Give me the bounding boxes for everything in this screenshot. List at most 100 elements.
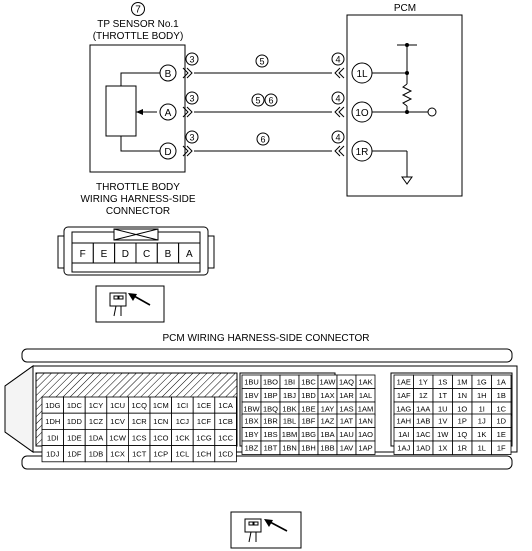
pcm-connector-pin: 1BI [279,374,300,389]
pcm-connector-pin: 1DC [63,396,86,414]
mid-ref-row3: 6 [256,132,270,146]
pcm-connector-pin: 1AJ [393,440,414,455]
pcm-connector-pin-label: 1CY [89,401,104,410]
pcm-connector-pin-label: 1AF [397,391,411,400]
pcm-connector-pin: 1X [432,440,453,455]
sensor-title: TP SENSOR No.1 [97,19,179,30]
pcm-connector-pin-label: 1Q [457,430,467,439]
pcm-connector-pin: 1BJ [279,388,300,403]
pcm-connector-pin: 1BO [260,374,281,389]
pcm-connector-pin-label: 1DI [47,433,59,442]
pcm-connector-pin: 1AN [355,413,376,428]
pcm-connector-pin-label: 1CV [110,417,125,426]
throttle-connector-pin: B [156,242,180,264]
pcm-connector-pin-label: 1CK [175,433,190,442]
pcm-pin-1l: 1L [351,62,373,84]
pcm-connector-pin: 1BZ [241,440,262,455]
sensor-pin-label: A [165,108,172,119]
pcm-connector-pin-label: 1AI [398,430,409,439]
pcm-connector-pin-label: 1DF [67,450,82,459]
pcm-connector-pin: 1CI [171,396,194,414]
pcm-connector-pin-label: 1J [478,417,486,426]
pcm-connector-pin: 1AX [317,388,338,403]
pcm-connector-pin: 1E [491,427,512,442]
pcm-connector-pin-label: 1BJ [283,391,296,400]
pcm-connector-pin: 1BN [279,440,300,455]
pcm-connector-pin-label: 1BU [244,378,259,387]
pcm-connector-pin: 1AR [336,388,357,403]
pcm-connector-pin-label: 1AH [396,417,411,426]
pcm-connector-pin: 1Y [413,374,434,389]
pcm-pin-1r: 1R [351,140,373,162]
pcm-connector-pin-label: 1CF [197,417,212,426]
sensor-pin-label: D [164,147,171,158]
throttle-connector-caption-2: WIRING HARNESS-SIDE [80,194,195,205]
pcm-connector-pin-label: 1BA [320,430,334,439]
throttle-connector-pin-label: B [165,249,172,260]
pcm-connector-pin: 1S [432,374,453,389]
right-connector-marks [334,67,345,157]
pcm-connector-pin: 1CE [192,396,216,414]
pcm-connector-pin-label: 1H [477,391,487,400]
pcm-connector-pin-label: 1BV [244,391,258,400]
pcm-connector-pin: 1BM [279,427,300,442]
pcm-connector-pin-label: 1CB [218,417,233,426]
pcm-connector-pin-label: 1AS [339,405,353,414]
pcm-connector-pin: 1Z [413,388,434,403]
pcm-connector-pin: 1AB [413,413,434,428]
pcm-connector-pin: 1BL [279,413,300,428]
pcm-connector-pin: 1AQ [336,374,357,389]
pcm-connector-pin-label: 1BE [301,405,315,414]
pcm-connector-pin-label: 1DB [89,450,104,459]
pcm-connector-pin-label: 1AQ [339,378,354,387]
pcm-connector-pin: 1CS [127,428,151,446]
pcm-connector-pin-label: 1CC [218,433,234,442]
ref-number: 5 [255,96,260,106]
pcm-connector-pin: 1BT [260,440,281,455]
pcm-connector-pin-label: 1I [479,405,485,414]
pcm-connector-pin: 1BX [241,413,262,428]
throttle-connector-pin: F [71,242,94,264]
ref-number: 5 [259,57,264,67]
throttle-connector-pin-label: E [101,249,108,260]
pcm-connector-pin-label: 1A [497,378,506,387]
pcm-connector-pin: 1R [452,440,473,455]
pcm-connector-pin: 1J [471,413,492,428]
pcm-connector-pin: 1DD [63,412,86,430]
pcm-connector-pin-label: 1O [457,405,467,414]
pcm-connector-pin: 1CP [149,445,173,463]
sensor-pin-b: B [159,64,177,82]
pcm-connector-pin: 1V [432,413,453,428]
pcm-pin-1o: 1O [351,101,373,123]
pcm-connector-pin: 1CN [149,412,173,430]
pcm-connector-pin: 1CT [127,445,151,463]
pcm-connector-caption: PCM WIRING HARNESS-SIDE CONNECTOR [162,333,369,344]
ref-number: 4 [335,133,340,143]
sensor-pin-d: D [159,142,177,160]
mid-ref-row1: 5 [255,54,269,68]
pcm-connector-pin: 1BF [298,413,319,428]
pcm-connector-pin: 1CO [149,428,173,446]
pcm-connector-pin: 1AV [336,440,357,455]
pcm-connector-pin: 1AD [413,440,434,455]
pcm-connector-pin: 1CJ [171,412,194,430]
pcm-connector-pin: 1DI [41,428,65,446]
pcm-connector-pin-label: 1F [497,444,506,453]
pcm-connector-pin: 1CY [84,396,108,414]
pcm-connector-pin-label: 1L [478,444,486,453]
throttle-connector-pin-label: F [80,249,86,260]
pcm-connector-pin: 1CR [127,412,151,430]
throttle-connector-pin-label: D [122,249,129,260]
pcm-connector-pin-label: 1C [496,405,506,414]
pcm-connector-pin-label: 1AG [396,405,411,414]
pcm-connector-pin: 1AK [355,374,376,389]
pcm-connector-pin-label: 1AV [340,444,354,453]
pcm-connector-pin: 1P [452,413,473,428]
pcm-connector-pin-label: 1BZ [245,444,259,453]
sensor-internal-wire-bottom [120,136,168,152]
pcm-connector-pin: 1DF [63,445,86,463]
pcm-connector-pin-label: 1BT [264,444,278,453]
pcm-pin-label: 1R [356,147,369,158]
pcm-connector-pin-label: 1P [458,417,467,426]
